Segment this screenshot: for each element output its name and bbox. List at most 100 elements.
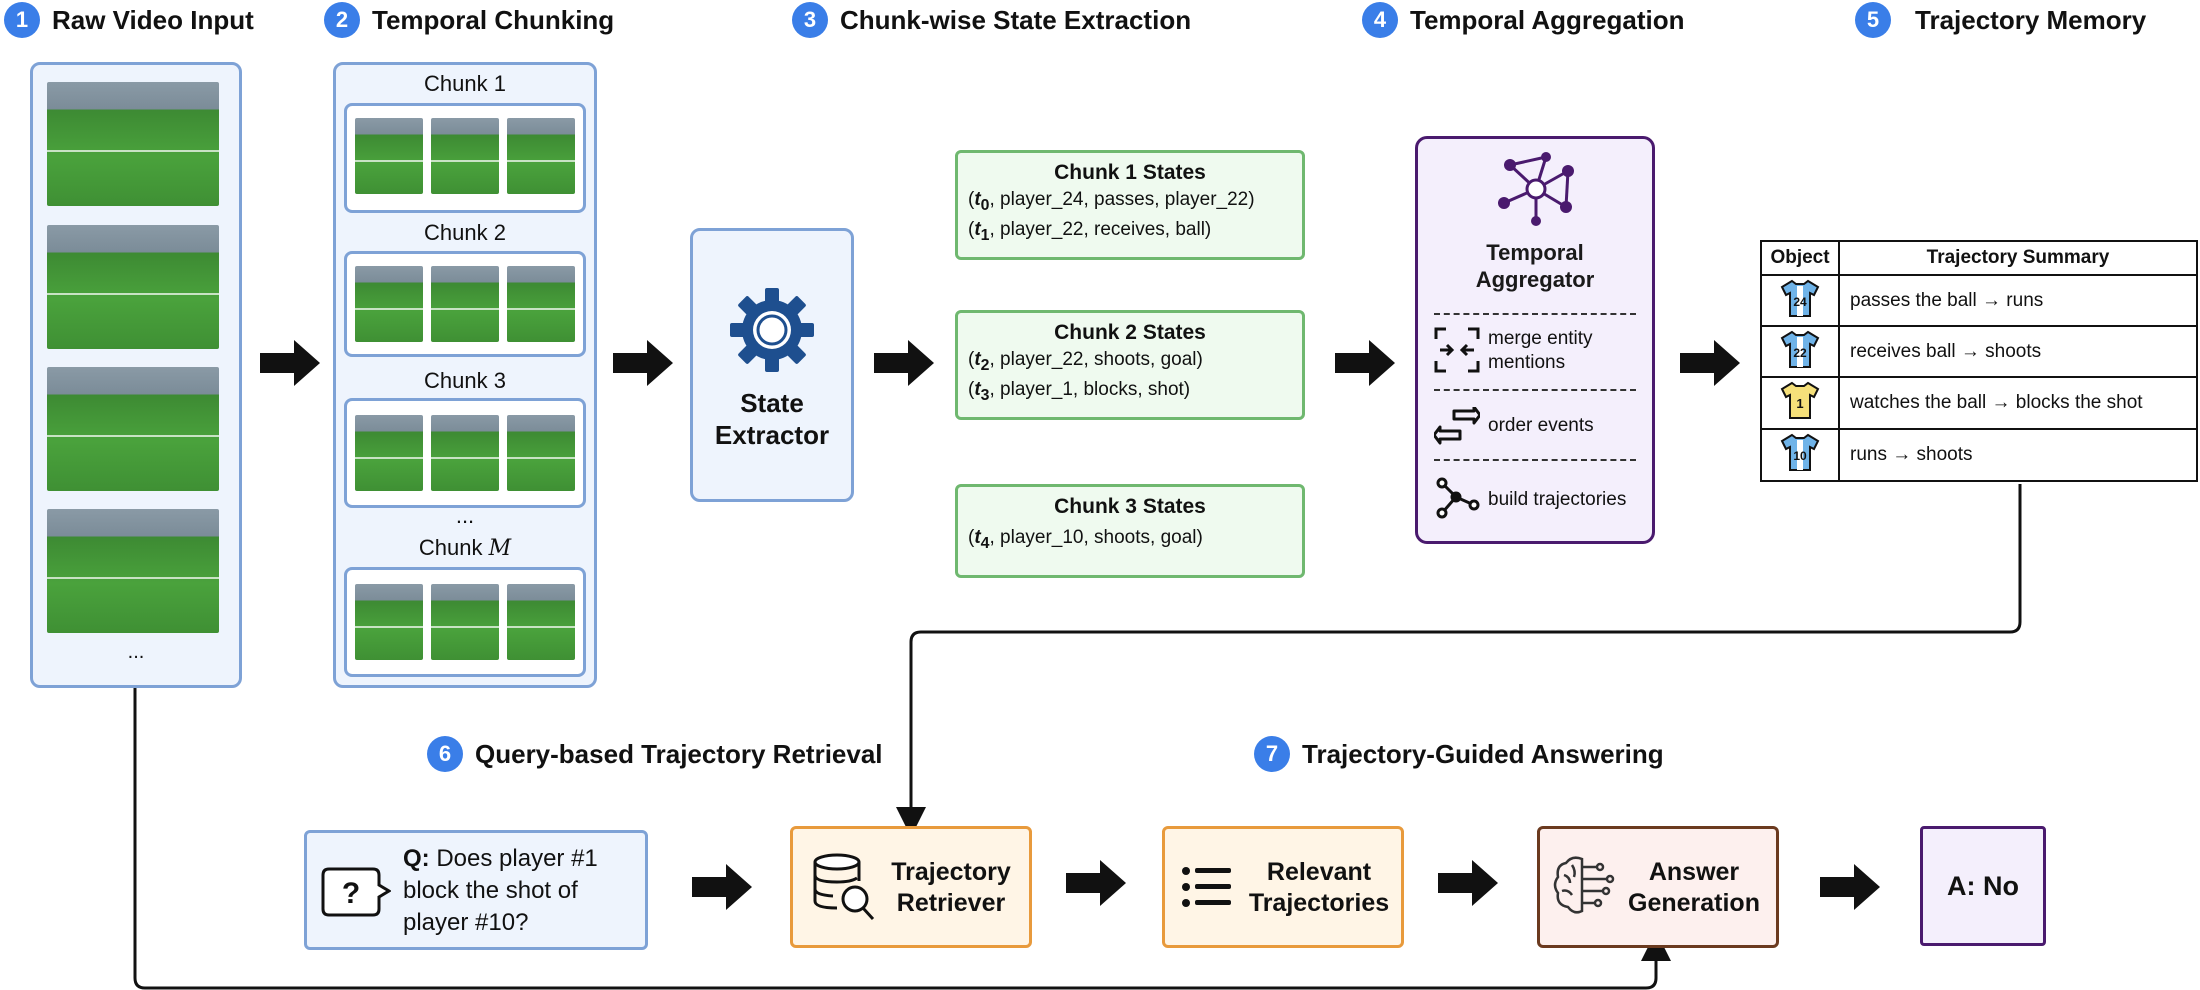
chunk-3-label: Chunk 3 xyxy=(424,368,506,393)
trajectory-icon xyxy=(1436,477,1480,519)
stage-6-title: 6 Query-based Trajectory Retrieval xyxy=(427,736,883,772)
merge-step-label: merge entity mentions xyxy=(1488,328,1593,373)
stage-6-label: Query-based Trajectory Retrieval xyxy=(475,738,883,769)
network-icon xyxy=(1498,152,1574,226)
chunk-1-label: Chunk 1 xyxy=(424,71,506,96)
arrow-chunks-to-extractor xyxy=(613,340,673,386)
arrow-retriever-to-relevant xyxy=(1066,860,1126,906)
relevant-trajectories-box: Relevant Trajectories xyxy=(1162,826,1404,948)
question-bubble-icon: ? xyxy=(321,867,391,917)
video-frame-3 xyxy=(47,367,219,491)
stage-5-label: Trajectory Memory xyxy=(1915,4,2147,35)
answer-gen-label: Answer Generation xyxy=(1628,858,1760,917)
chunk-3-frames xyxy=(344,398,586,508)
video-frame-4 xyxy=(47,509,219,633)
table-row: 10 runs → shoots xyxy=(1760,428,2198,482)
aggregator-divider-2 xyxy=(1434,389,1636,391)
answer-generation-box: Answer Generation xyxy=(1537,826,1779,948)
stage-3-title: 3 Chunk-wise State Extraction xyxy=(792,2,1191,38)
header-summary: Trajectory Summary xyxy=(1838,240,2198,276)
video-to-answer-line xyxy=(133,684,1671,990)
jersey-number: 10 xyxy=(1793,449,1807,463)
arrow-extractor-to-states xyxy=(874,340,934,386)
stage-5-title: 5 Trajectory Memory xyxy=(1855,2,2146,38)
merge-icon xyxy=(1434,327,1480,373)
relevant-label: Relevant Trajectories xyxy=(1248,858,1390,917)
chunk-m-frames xyxy=(344,567,586,677)
chunk-2-states: Chunk 2 States (t2, player_22, shoots, g… xyxy=(955,310,1305,420)
stage-7-label: Trajectory-Guided Answering xyxy=(1302,738,1664,769)
stage-1-badge: 1 xyxy=(4,2,40,38)
query-box: ? Q: Does player #1 block the shot of pl… xyxy=(304,830,648,950)
chunk-m-label: Chunk M xyxy=(336,535,594,561)
state-t4: (t4, player_10, shoots, goal) xyxy=(968,527,1203,552)
stage-4-label: Temporal Aggregation xyxy=(1410,4,1685,35)
chunk-m-prefix: Chunk xyxy=(418,535,489,560)
order-step-label: order events xyxy=(1488,415,1594,436)
stage-3-label: Chunk-wise State Extraction xyxy=(840,4,1192,35)
jersey-number: 22 xyxy=(1793,346,1807,360)
brain-icon xyxy=(1553,856,1615,914)
arrow-query-to-retriever xyxy=(692,864,752,910)
chunk-2-label: Chunk 2 xyxy=(424,220,506,245)
swap-icon xyxy=(1434,407,1480,445)
table-row: 24 passes the ball → runs xyxy=(1760,274,2198,327)
aggregator-divider-3 xyxy=(1434,459,1636,461)
arrow-relevant-to-answer xyxy=(1438,860,1498,906)
state-t1: (t1, player_22, receives, ball) xyxy=(968,218,1212,244)
state-t2: (t2, player_22, shoots, goal) xyxy=(968,349,1203,374)
query-text: Q: Does player #1 block the shot of play… xyxy=(403,845,598,936)
chunk-2-frames xyxy=(344,251,586,357)
question-glyph: ? xyxy=(342,877,360,910)
stage-2-badge: 2 xyxy=(324,2,360,38)
table-row: 22 receives ball → shoots xyxy=(1760,325,2198,378)
stage-7-badge: 7 xyxy=(1254,736,1290,772)
jersey-number: 1 xyxy=(1796,396,1803,411)
jersey-icon: 24 xyxy=(1780,279,1820,317)
stage-6-badge: 6 xyxy=(427,736,463,772)
stage-4-badge: 4 xyxy=(1362,2,1398,38)
temporal-aggregator-box: Temporal Aggregator merge entity mention… xyxy=(1415,136,1655,544)
stage-1-title: 1 Raw Video Input xyxy=(4,2,254,38)
build-step-label: build trajectories xyxy=(1488,489,1627,510)
stage-2-label: Temporal Chunking xyxy=(372,4,615,35)
jersey-icon: 10 xyxy=(1780,433,1820,471)
trajectory-retriever-box: Trajectory Retriever xyxy=(790,826,1032,948)
jersey-number: 24 xyxy=(1793,295,1807,309)
row-summary: passes the ball → runs xyxy=(1838,274,2198,327)
list-icon xyxy=(1182,867,1231,907)
raw-video-panel: ... xyxy=(30,62,242,688)
chunk-m-var: M xyxy=(488,536,512,561)
state-t3: (t3, player_1, blocks, shot) xyxy=(968,378,1191,404)
database-search-icon xyxy=(813,853,875,921)
stage-5-badge: 5 xyxy=(1855,2,1891,38)
retriever-label: Trajectory Retriever xyxy=(891,858,1011,917)
chunk-3-states: Chunk 3 States (t4, player_10, shoots, g… xyxy=(955,484,1305,578)
final-answer-box: A: No xyxy=(1920,826,2046,946)
chunking-panel: Chunk 1 Chunk 2 Chunk 3 ... Chunk M xyxy=(333,62,597,688)
chunk-1-states: Chunk 1 States (t0, player_24, passes, p… xyxy=(955,150,1305,260)
stage-4-title: 4 Temporal Aggregation xyxy=(1362,2,1684,38)
arrow-states-to-aggregator xyxy=(1335,340,1395,386)
extractor-label: State Extractor xyxy=(714,388,830,450)
stage-7-title: 7 Trajectory-Guided Answering xyxy=(1254,736,1664,772)
stage-1-label: Raw Video Input xyxy=(52,4,254,35)
chunk-ellipsis: ... xyxy=(455,503,475,528)
state-extractor-box: State Extractor xyxy=(690,228,854,502)
aggregator-divider-1 xyxy=(1434,313,1636,315)
table-row: 1 watches the ball → blocks the shot xyxy=(1760,376,2198,430)
video-ellipsis: ... xyxy=(127,641,145,663)
row-summary: watches the ball → blocks the shot xyxy=(1838,376,2198,430)
memory-to-retriever-line xyxy=(896,484,2022,837)
row-summary: runs → shoots xyxy=(1838,428,2198,482)
trajectory-memory-table: Object Trajectory Summary 24 passes the … xyxy=(1760,240,2198,482)
arrow-video-to-chunks xyxy=(260,340,320,386)
arrow-answer-gen-to-answer xyxy=(1820,864,1880,910)
stage-2-title: 2 Temporal Chunking xyxy=(324,2,614,38)
state-t0: (t0, player_24, passes, player_22) xyxy=(968,189,1255,214)
jersey-icon: 1 xyxy=(1780,381,1820,419)
jersey-icon: 22 xyxy=(1780,330,1820,368)
video-frame-2 xyxy=(47,225,219,349)
final-answer-text: A: No xyxy=(1947,870,2019,901)
